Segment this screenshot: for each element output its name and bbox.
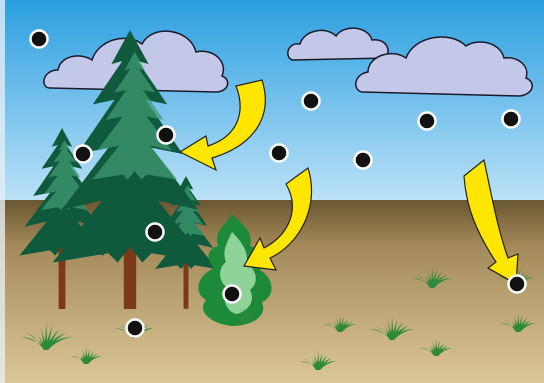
left-edge-band	[0, 0, 5, 383]
marker-dot-icon[interactable]	[355, 152, 372, 169]
marker-dot-icon[interactable]	[419, 113, 436, 130]
marker-dot-icon[interactable]	[127, 320, 144, 337]
marker-dot-icon[interactable]	[509, 276, 526, 293]
marker-dot-icon[interactable]	[271, 145, 288, 162]
marker-dot-icon[interactable]	[503, 111, 520, 128]
marker-dot-icon[interactable]	[224, 286, 241, 303]
marker-dot-icon[interactable]	[147, 224, 164, 241]
marker-dot-icon[interactable]	[158, 127, 175, 144]
sky	[0, 0, 544, 205]
marker-dot-icon[interactable]	[75, 146, 92, 163]
marker-dot-icon[interactable]	[31, 31, 48, 48]
marker-dot-icon[interactable]	[303, 93, 320, 110]
